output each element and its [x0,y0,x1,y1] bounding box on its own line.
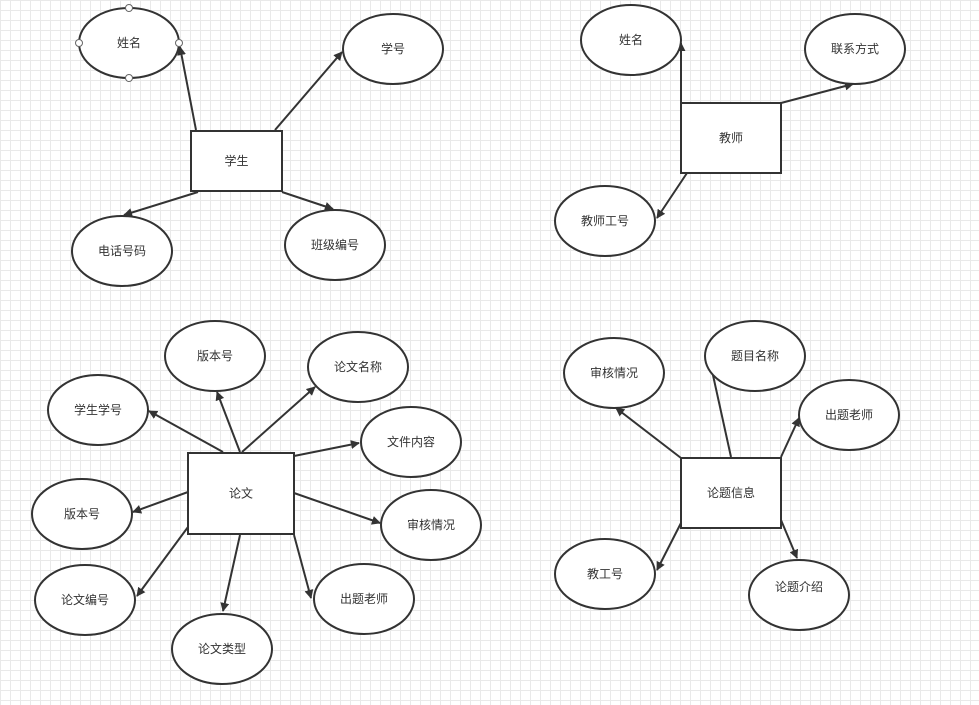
attribute-label: 出题老师 [825,408,873,422]
attribute-thesis-version-2[interactable]: 版本号 [31,478,133,550]
edge-thesis-teacher [293,534,314,599]
edge-topic-intro [780,519,799,559]
attribute-label: 学号 [381,41,405,56]
attribute-label: 学生学号 [74,402,122,417]
attribute-label: 教工号 [587,566,623,581]
edge-teacher-contact [780,81,854,104]
attribute-label: 论文编号 [61,592,109,607]
attribute-label: 姓名 [117,35,141,50]
attribute-label: 论文类型 [198,641,246,656]
edge-student-phone [123,191,199,217]
entity-thesis[interactable]: 论文 [187,452,295,535]
attribute-label: 审核情况 [407,517,455,532]
student-diagram: 学生 姓名 学号 电话号码 班级编号 [71,4,444,287]
resize-handle-top[interactable] [125,4,133,12]
attribute-label: 论文名称 [334,359,382,374]
attribute-teacher-name[interactable]: 姓名 [580,4,682,76]
attribute-thesis-number[interactable]: 论文编号 [34,564,136,636]
edge-thesis-content [293,440,360,457]
resize-handle-right[interactable] [175,39,183,47]
edge-teacher-id [656,172,688,219]
entity-label: 论题信息 [707,485,755,500]
edge-student-class [281,191,334,211]
attribute-label: 联系方式 [831,41,879,56]
edge-thesis-student-id [148,410,224,453]
attribute-teacher-id[interactable]: 教师工号 [554,185,656,257]
edge-thesis-version-2 [132,491,189,514]
teacher-diagram: 教师 姓名 联系方式 教师工号 [554,4,906,257]
resize-handle-left[interactable] [75,39,83,47]
attribute-label: 电话号码 [98,244,146,258]
attribute-student-phone[interactable]: 电话号码 [71,215,173,287]
attribute-label: 论题介绍 [775,580,823,594]
edge-student-name [177,46,197,131]
attribute-thesis-title[interactable]: 论文名称 [307,331,409,403]
attribute-student-class[interactable]: 班级编号 [284,209,386,281]
attribute-label: 审核情况 [590,365,638,380]
edge-thesis-version [215,391,241,453]
thesis-diagram: 论文 版本号 论文名称 学生学号 文件内容 版本号 审核情况 论文编号 [31,320,482,685]
attribute-label: 出题老师 [340,592,388,606]
edge-topic-staff-id [656,522,682,571]
attribute-teacher-contact[interactable]: 联系方式 [804,13,906,85]
attribute-thesis-student-id[interactable]: 学生学号 [47,374,149,446]
topic-diagram: 论题信息 审核情况 题目名称 出题老师 教工号 论题介绍 [554,320,900,631]
attribute-label: 题目名称 [731,348,779,363]
attribute-label: 姓名 [619,32,643,47]
attribute-topic-title[interactable]: 题目名称 [704,320,806,392]
attribute-student-name[interactable]: 姓名 [75,4,183,82]
attribute-thesis-review[interactable]: 审核情况 [380,489,482,561]
attribute-label: 教师工号 [581,213,629,228]
attribute-thesis-teacher[interactable]: 出题老师 [313,563,415,635]
resize-handle-bottom[interactable] [125,74,133,82]
attribute-topic-review[interactable]: 审核情况 [563,337,665,409]
entity-label: 论文 [229,486,253,501]
edge-thesis-title [241,386,316,453]
attribute-label: 版本号 [64,507,100,521]
edge-student-id [274,51,343,131]
attribute-label: 班级编号 [311,237,359,252]
attribute-thesis-content[interactable]: 文件内容 [360,406,462,478]
attribute-label: 文件内容 [387,434,435,449]
edge-thesis-number [136,526,189,597]
entity-teacher[interactable]: 教师 [680,102,782,174]
attribute-topic-staff-id[interactable]: 教工号 [554,538,656,610]
attribute-topic-intro[interactable]: 论题介绍 [748,559,850,631]
edge-topic-teacher [780,417,800,458]
attribute-thesis-type[interactable]: 论文类型 [171,613,273,685]
entity-label: 教师 [719,130,743,145]
edge-thesis-type [220,534,241,612]
entity-label: 学生 [224,153,248,168]
edge-topic-review [615,407,682,459]
attribute-label: 版本号 [197,349,233,363]
edge-thesis-review [293,492,381,525]
entity-student[interactable]: 学生 [190,130,283,192]
entity-topic[interactable]: 论题信息 [680,457,782,529]
attribute-thesis-version[interactable]: 版本号 [164,320,266,392]
attribute-topic-teacher[interactable]: 出题老师 [798,379,900,451]
attribute-student-id[interactable]: 学号 [342,13,444,85]
